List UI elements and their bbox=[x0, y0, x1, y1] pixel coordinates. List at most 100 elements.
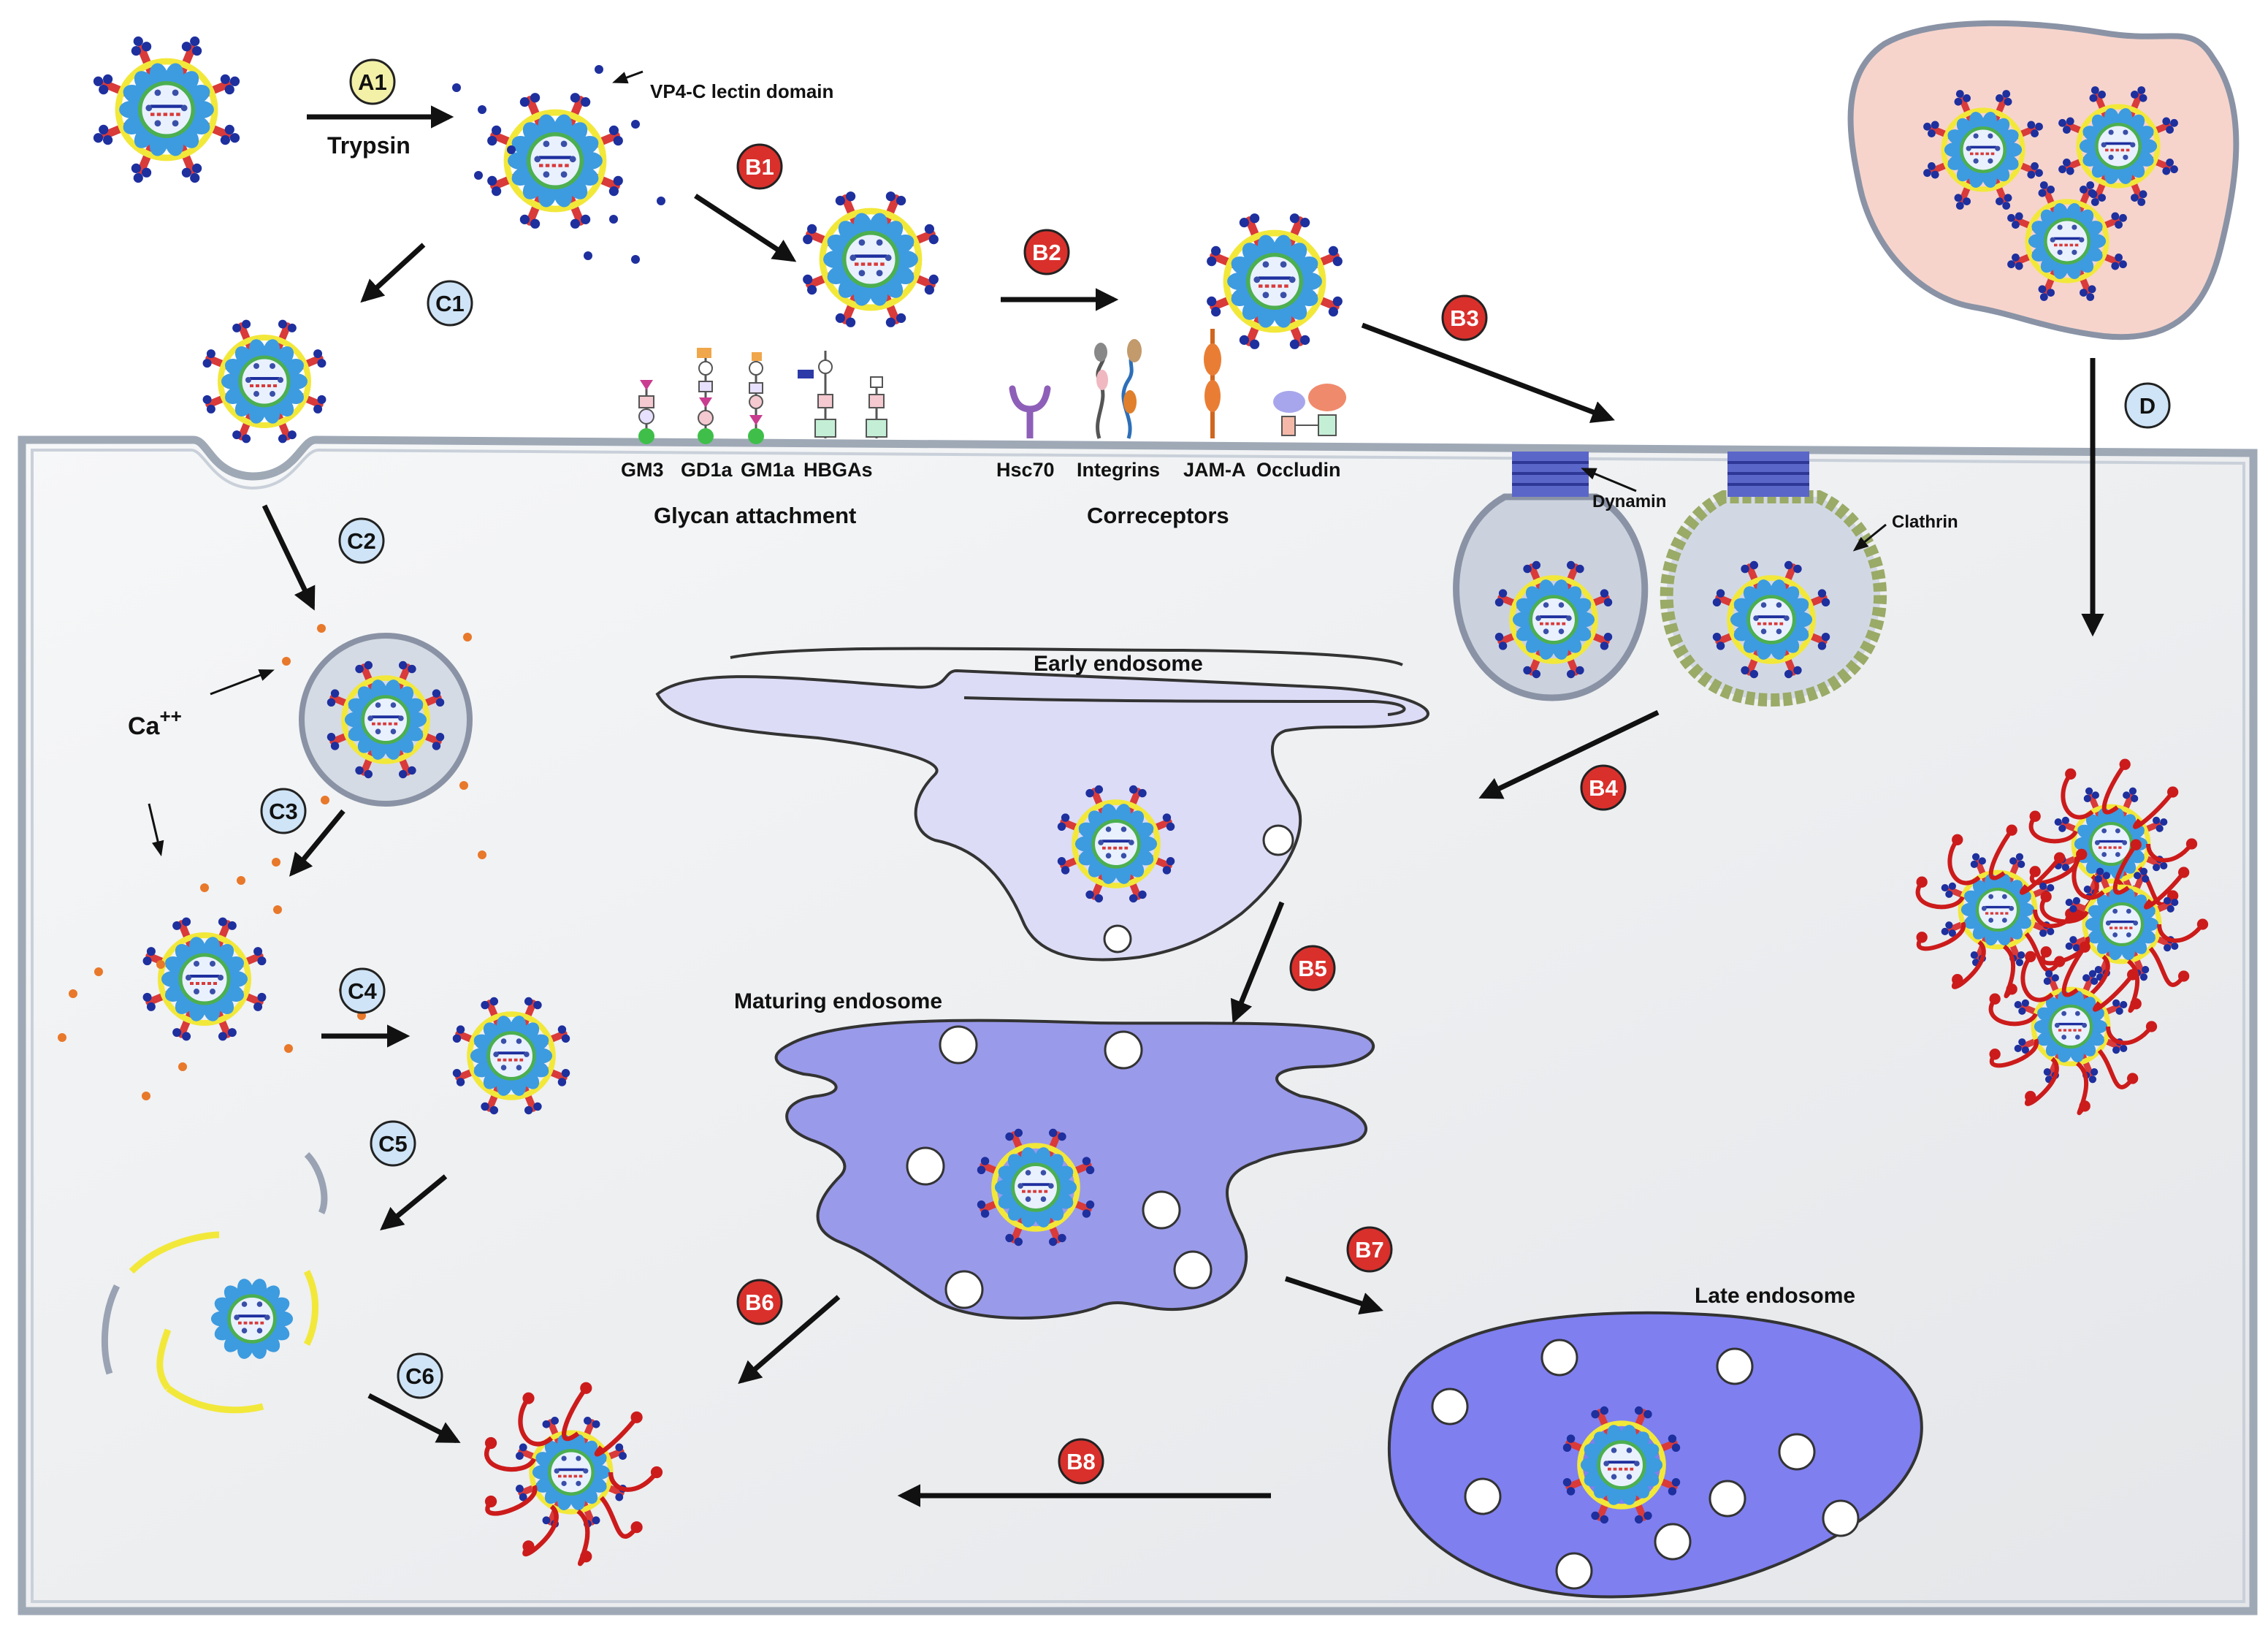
step-label-a1: A1 bbox=[358, 69, 387, 95]
step-label-c3: C3 bbox=[269, 799, 298, 824]
calcium-charge: ++ bbox=[159, 705, 181, 727]
step-badge-a1: A1 bbox=[349, 58, 396, 105]
step-label-b3: B3 bbox=[1450, 305, 1479, 331]
labels: Trypsin VP4-C lectin domain GM3 GD1a GM1… bbox=[128, 80, 1958, 1308]
early-endosome-label: Early endosome bbox=[1034, 652, 1203, 676]
arrow-b3 bbox=[1361, 322, 1615, 423]
step-badge-c2: C2 bbox=[338, 517, 385, 564]
step-label-d: D bbox=[2139, 393, 2156, 419]
step-label-c2: C2 bbox=[347, 528, 376, 554]
virion-aggregate-3 bbox=[2007, 181, 2127, 301]
trypsin-label: Trypsin bbox=[327, 132, 411, 159]
step-label-b7: B7 bbox=[1355, 1237, 1384, 1263]
glycan-attachment-label: Glycan attachment bbox=[654, 503, 856, 528]
virion-maturing-endosome bbox=[977, 1128, 1095, 1246]
step-badge-b8: B8 bbox=[1058, 1438, 1104, 1485]
virion-ca-depleted-2 bbox=[452, 997, 570, 1115]
gm3-glycan bbox=[638, 380, 654, 444]
hbgas-label: HBGAs bbox=[803, 459, 873, 481]
maturing-endosome-label: Maturing endosome bbox=[734, 989, 942, 1013]
virion-membrane-attached bbox=[202, 319, 327, 444]
step-label-b5: B5 bbox=[1298, 956, 1327, 981]
step-badge-c6: C6 bbox=[397, 1352, 443, 1399]
virion-glycan-bound bbox=[803, 191, 939, 327]
gm3-label: GM3 bbox=[621, 459, 664, 481]
step-label-c4: C4 bbox=[348, 978, 377, 1004]
lectin-domain-label: VP4-C lectin domain bbox=[650, 80, 833, 102]
virion-aggregate-2 bbox=[2058, 86, 2178, 206]
virion-aggregate-1 bbox=[1923, 90, 2043, 210]
late-endosome-vesicles bbox=[1431, 1339, 1860, 1590]
occludin-label: Occludin bbox=[1256, 459, 1341, 481]
gd1a-glycan bbox=[697, 348, 714, 444]
step-badge-c3: C3 bbox=[260, 788, 307, 834]
calcium-ions bbox=[58, 624, 486, 1100]
arrow-b1 bbox=[694, 194, 797, 262]
arrow-c2 bbox=[261, 504, 316, 611]
jam-a-receptor bbox=[1204, 329, 1221, 438]
glycan-receptors bbox=[638, 348, 887, 444]
step-badge-c4: C4 bbox=[339, 967, 386, 1014]
virion-native bbox=[93, 36, 240, 183]
late-endosome-label: Late endosome bbox=[1695, 1284, 1855, 1308]
step-label-c5: C5 bbox=[378, 1131, 408, 1157]
pointer-lines bbox=[148, 70, 1887, 857]
virion-dynamin-vesicle bbox=[1494, 560, 1613, 679]
virion-early-endosome bbox=[1057, 785, 1175, 903]
calcium-label: Ca++ bbox=[128, 705, 182, 740]
hsc70-receptor bbox=[1009, 385, 1051, 438]
arrow-b7 bbox=[1284, 1276, 1383, 1315]
step-badge-b5: B5 bbox=[1289, 945, 1336, 991]
step-badge-b3: B3 bbox=[1441, 294, 1488, 341]
virion-coreceptor-bound bbox=[1207, 213, 1343, 349]
hsc70-label: Hsc70 bbox=[996, 459, 1055, 481]
maturing-endosome-vesicles bbox=[906, 1025, 1213, 1309]
virion-clathrin-vesicle bbox=[1712, 560, 1830, 679]
step-badge-b6: B6 bbox=[736, 1279, 783, 1325]
integrins-label: Integrins bbox=[1077, 459, 1160, 481]
gm1a-glycan bbox=[748, 352, 764, 444]
step-label-c6: C6 bbox=[405, 1363, 435, 1389]
step-badge-b7: B7 bbox=[1346, 1226, 1393, 1273]
vp4-lectin-fragments bbox=[452, 65, 665, 264]
clathrin-label: Clathrin bbox=[1892, 512, 1958, 532]
step-badge-c1: C1 bbox=[427, 280, 473, 327]
hbga-glycans bbox=[798, 351, 887, 438]
virion-aggregate-5 bbox=[1915, 824, 2085, 998]
calcium-symbol: Ca bbox=[128, 712, 161, 740]
virion-late-endosome bbox=[1562, 1406, 1681, 1524]
step-badge-b1: B1 bbox=[736, 143, 783, 190]
step-label-b4: B4 bbox=[1589, 775, 1618, 801]
virion-ca-depleted-1 bbox=[142, 917, 267, 1041]
step-badge-b2: B2 bbox=[1023, 229, 1070, 275]
virion-aggregate-7 bbox=[1988, 941, 2158, 1115]
step-label-b1: B1 bbox=[745, 154, 774, 180]
dynamin-label: Dynamin bbox=[1592, 492, 1666, 511]
arrow-c3 bbox=[289, 809, 345, 877]
arrow-c1 bbox=[360, 243, 426, 303]
step-badge-c5: C5 bbox=[370, 1120, 416, 1167]
early-endosome bbox=[655, 669, 1429, 962]
arrow-c6 bbox=[367, 1393, 461, 1444]
virion-trypsinized bbox=[487, 93, 623, 229]
correceptors-label: Correceptors bbox=[1087, 503, 1229, 528]
virion-dlp bbox=[210, 1279, 294, 1359]
step-label-c1: C1 bbox=[435, 291, 465, 316]
disassembled-outer-capsid bbox=[101, 1152, 328, 1414]
step-badge-d: D bbox=[2124, 382, 2171, 429]
integrins-receptor bbox=[1094, 339, 1142, 439]
virion-rna-release bbox=[484, 1382, 663, 1567]
jam-a-label: JAM-A bbox=[1183, 459, 1246, 481]
virion-aggregate-6 bbox=[2039, 839, 2209, 1013]
step-badge-b4: B4 bbox=[1580, 764, 1627, 811]
gm1a-label: GM1a bbox=[741, 459, 795, 481]
arrow-b4 bbox=[1478, 709, 1660, 799]
gd1a-label: GD1a bbox=[681, 459, 733, 481]
step-label-b2: B2 bbox=[1032, 240, 1061, 265]
virion-in-vesicle bbox=[327, 661, 445, 779]
virion-aggregate-4 bbox=[2028, 758, 2198, 932]
correceptors bbox=[1009, 329, 1346, 439]
arrow-b6 bbox=[738, 1295, 841, 1385]
step-label-b8: B8 bbox=[1066, 1449, 1096, 1474]
